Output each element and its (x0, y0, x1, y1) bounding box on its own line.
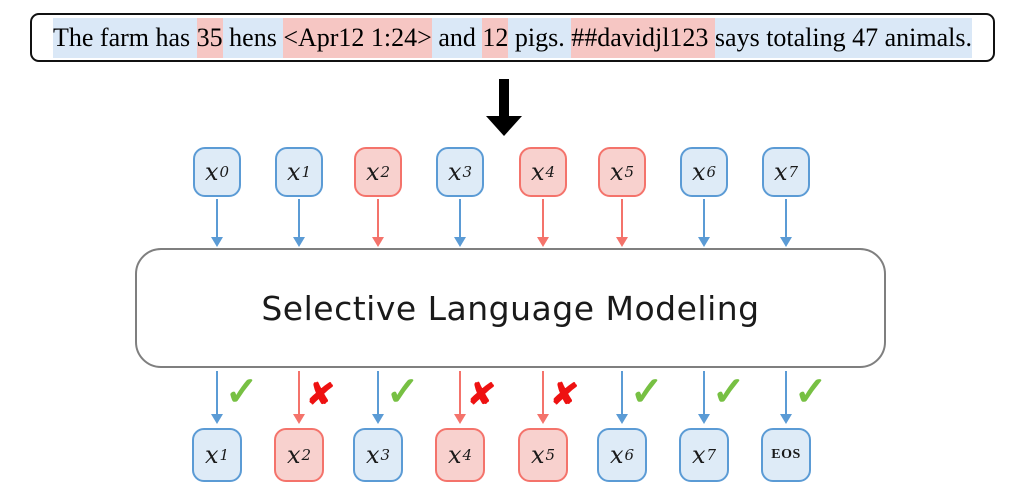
sentence-segment-noisy-3: <Apr12 1:24> (283, 17, 432, 58)
input-arrow-x1-head (293, 237, 305, 247)
output-token-eos: EOS (761, 428, 811, 482)
sentence-segment-noisy-1: 35 (196, 17, 223, 58)
checkmark-icon-x6: ✓ (630, 370, 664, 414)
output-arrow-x2-head (293, 414, 305, 424)
output-arrow-x4 (454, 371, 466, 424)
input-arrow-x0 (211, 199, 223, 247)
output-arrow-x3-shaft (376, 371, 380, 415)
down-arrow-head-icon (486, 116, 522, 136)
input-arrow-x6-head (698, 237, 710, 247)
output-arrow-eos-shaft (784, 371, 788, 415)
input-arrow-x1-shaft (297, 199, 301, 238)
down-arrow-icon (499, 79, 509, 119)
input-arrow-x2 (372, 199, 384, 247)
input-arrow-x4-head (537, 237, 549, 247)
checkmark-icon-eos: ✓ (794, 370, 828, 414)
input-arrow-x2-shaft (376, 199, 380, 238)
checkmark-icon-x3: ✓ (386, 370, 420, 414)
input-arrow-x5 (616, 199, 628, 247)
sentence-segment-noisy-7: ##davidjl123 (571, 17, 715, 58)
input-arrow-x0-shaft (215, 199, 219, 238)
input-arrow-x2-head (372, 237, 384, 247)
input-arrow-x7 (780, 199, 792, 247)
output-arrow-x2-shaft (297, 371, 301, 415)
output-arrow-x5 (537, 371, 549, 424)
output-arrow-x6-head (616, 414, 628, 424)
output-arrow-x5-shaft (541, 371, 545, 415)
output-arrow-x3-head (372, 414, 384, 424)
cross-icon-x5: ✘ (548, 374, 581, 414)
output-arrow-x1-shaft (215, 371, 219, 415)
sentence-segment-clean-6: pigs. (508, 17, 572, 58)
output-arrow-x7-head (698, 414, 710, 424)
sentence-segment-clean-4: and (431, 17, 483, 58)
input-arrow-x3-head (454, 237, 466, 247)
checkmark-icon-x1: ✓ (225, 370, 259, 414)
eos-label: EOS (771, 447, 801, 462)
output-arrow-x2 (293, 371, 305, 424)
input-arrow-x6 (698, 199, 710, 247)
output-arrow-x1-head (211, 414, 223, 424)
output-arrow-x5-head (537, 414, 549, 424)
output-arrow-x1 (211, 371, 223, 424)
input-arrow-x5-head (616, 237, 628, 247)
cross-icon-x2: ✘ (304, 374, 337, 414)
sentence-text: The farm has 35 hens <Apr12 1:24> and 12… (52, 17, 973, 58)
sentence-segment-clean-2: hens (222, 17, 284, 58)
output-arrow-eos (780, 371, 792, 424)
input-arrow-x7-shaft (784, 199, 788, 238)
output-arrow-x6 (616, 371, 628, 424)
output-arrow-x7 (698, 371, 710, 424)
output-arrow-x4-shaft (458, 371, 462, 415)
sentence-segment-clean-8: says totaling 47 animals. (714, 17, 973, 58)
slm-label: Selective Language Modeling (261, 288, 760, 328)
selective-language-modeling-box: Selective Language Modeling (135, 248, 886, 368)
cross-icon-x4: ✘ (465, 374, 498, 414)
input-arrow-x1 (293, 199, 305, 247)
output-arrow-x7-shaft (702, 371, 706, 415)
sentence-segment-clean-0: The farm has (52, 17, 197, 58)
input-arrow-x6-shaft (702, 199, 706, 238)
input-arrow-x5-shaft (620, 199, 624, 238)
output-arrow-eos-head (780, 414, 792, 424)
output-arrow-x4-head (454, 414, 466, 424)
input-arrow-x0-head (211, 237, 223, 247)
output-arrow-x6-shaft (620, 371, 624, 415)
input-arrow-x3 (454, 199, 466, 247)
input-arrow-x4-shaft (541, 199, 545, 238)
input-arrow-x3-shaft (458, 199, 462, 238)
output-arrow-x3 (372, 371, 384, 424)
sentence-segment-noisy-5: 12 (482, 17, 509, 58)
sentence-box: The farm has 35 hens <Apr12 1:24> and 12… (30, 13, 995, 62)
input-arrow-x4 (537, 199, 549, 247)
checkmark-icon-x7: ✓ (712, 370, 746, 414)
input-arrow-x7-head (780, 237, 792, 247)
